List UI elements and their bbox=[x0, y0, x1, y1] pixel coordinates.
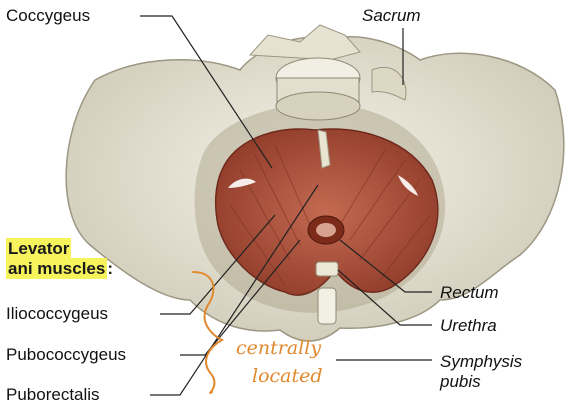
symphysis-pubis-label: Symphysis pubis bbox=[440, 352, 522, 393]
leader-lines bbox=[140, 15, 432, 396]
levator-line2: ani muscles bbox=[6, 257, 108, 279]
symphysis-line1: Symphysis bbox=[440, 352, 523, 371]
pubococcygeus-label: Pubococcygeus bbox=[6, 345, 127, 364]
sacrum-label: Sacrum bbox=[362, 6, 421, 25]
symphysis-pubis bbox=[317, 287, 337, 325]
handwritten-brace bbox=[192, 271, 225, 394]
urethra-leader bbox=[337, 269, 432, 326]
muscle-highlight-left bbox=[228, 178, 256, 188]
rectum-label: Rectum bbox=[440, 283, 499, 302]
puborectalis-label: Puborectalis bbox=[6, 385, 100, 404]
iliococcygeus-label: Iliococcygeus bbox=[6, 304, 109, 323]
symphysis-line2: pubis bbox=[440, 372, 481, 392]
puborectalis-leader bbox=[150, 184, 319, 396]
muscle-fibers bbox=[229, 144, 431, 286]
iliococcygeus-leader bbox=[160, 214, 276, 315]
coccyx bbox=[317, 129, 331, 169]
rectum-opening bbox=[307, 215, 345, 245]
coccygeus-label: Coccygeus bbox=[6, 6, 91, 25]
levator-colon: : bbox=[107, 258, 113, 278]
levator-line1: Levator bbox=[6, 238, 72, 259]
pubococcygeus-leader bbox=[180, 239, 301, 356]
handwritten-note-line2: located bbox=[252, 365, 323, 387]
handwritten-note-line1: centrally bbox=[236, 337, 322, 359]
urethra-opening bbox=[315, 261, 339, 277]
sacrum-vertebra bbox=[248, 24, 407, 121]
urethra-label: Urethra bbox=[440, 316, 497, 335]
coccygeus-leader bbox=[140, 15, 273, 169]
rectum-leader bbox=[339, 239, 432, 293]
levator-ani-label: Levator ani muscles: bbox=[6, 238, 113, 279]
muscle-highlight-right bbox=[398, 175, 418, 196]
